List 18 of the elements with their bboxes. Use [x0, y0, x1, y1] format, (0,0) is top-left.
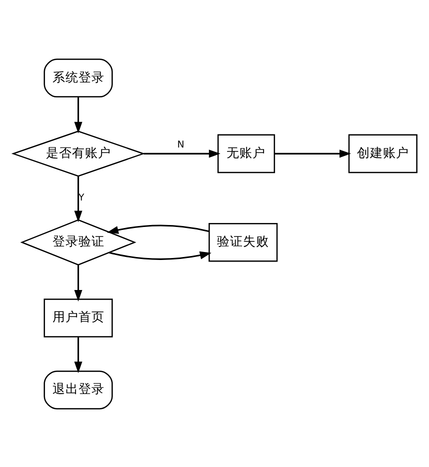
node-diamond: 是否有账户 — [10, 130, 145, 176]
node-box: 系统登录 — [43, 58, 112, 97]
arrow — [106, 224, 209, 234]
arrow — [74, 96, 82, 133]
node-box: 用户首页 — [43, 298, 112, 337]
arrow — [274, 149, 350, 158]
node-box: 无账户 — [216, 134, 275, 173]
node-box: 验证失败 — [208, 222, 278, 262]
arrow — [74, 264, 82, 301]
node-box: 创建账户 — [348, 134, 417, 173]
edge-label: Y — [78, 192, 84, 203]
arrow — [74, 176, 82, 222]
node-box: 退出登录 — [43, 370, 112, 409]
arrow — [74, 336, 82, 373]
arrow — [143, 149, 220, 158]
node-diamond: 登录验证 — [20, 218, 136, 265]
arrow — [108, 250, 211, 260]
edge-label: N — [176, 139, 184, 150]
